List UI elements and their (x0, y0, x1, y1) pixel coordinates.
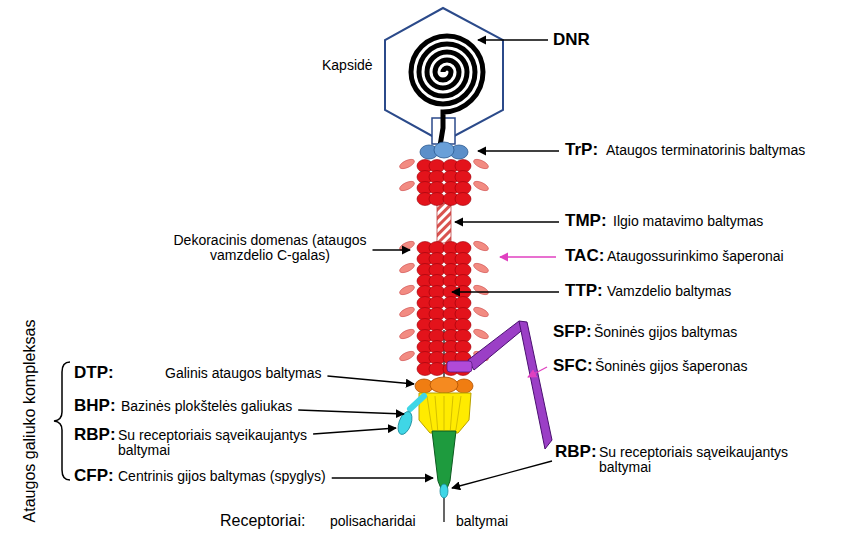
part-code: RBP: (555, 443, 597, 462)
ridge (450, 396, 453, 430)
part-description: Su receptoriais sąveikaujantys baltymai (118, 428, 318, 459)
part-description: Vamzdelio baltymas (607, 284, 731, 299)
part-code: TMP: (565, 212, 607, 231)
leader-lines (298, 40, 559, 488)
bracket (54, 362, 70, 480)
baseplate-hub (419, 393, 471, 433)
part-code: DTP: (74, 364, 114, 383)
part-description: Ilgio matavimo baltymas (613, 214, 763, 229)
part-code: CFP: (74, 467, 114, 486)
dna-spiral (411, 36, 483, 146)
tube-subunit (472, 283, 489, 296)
part-description: Šoninės gijos šaperonas (595, 359, 748, 374)
part-code: TrP: (565, 141, 598, 160)
part-code: TTP: (565, 282, 603, 301)
tube-subunit (398, 157, 415, 170)
part-description: Su receptoriais sąveikaujantys baltymai (599, 445, 839, 476)
tube-subunit (472, 261, 489, 274)
part-code: RBP: (74, 426, 116, 445)
part-description: Centrinis gijos baltymas (spyglys) (118, 469, 326, 484)
tube-subunit (472, 327, 489, 340)
tape-measure-protein (437, 203, 451, 243)
distal-tail-protein (415, 377, 473, 393)
part-name: Kapsidė (322, 58, 373, 73)
receptor-heading: Receptoriai: (220, 512, 305, 530)
tube-subunit (472, 239, 489, 252)
part-description: Ataugos terminatorinis baltymas (606, 143, 805, 158)
tube-subunit (429, 363, 445, 376)
part-code: SFP: (553, 323, 592, 342)
side-fiber (447, 321, 552, 449)
tail-tube (398, 157, 489, 375)
tube-subunit (472, 179, 489, 192)
ridge (444, 396, 445, 430)
baseplate-ridges (427, 396, 461, 430)
tube-subunit (398, 349, 415, 362)
part-description: Dekoracinis domenas (ataugos vamzdelio C… (170, 233, 370, 264)
tube-subunit (455, 193, 471, 206)
part-description: Šoninės gijos baltymas (594, 325, 737, 340)
rbp-arm (395, 396, 424, 436)
tube-subunit (398, 283, 415, 296)
group-label: Ataugos galiuko kompleksas (21, 320, 39, 523)
tube-subunit (398, 179, 415, 192)
part-code: BHP: (74, 397, 116, 416)
tube-subunit (398, 327, 415, 340)
tube-subunit (398, 261, 415, 274)
part-description: Ataugossurinkimo šaperonai (607, 249, 784, 264)
ridge (427, 396, 432, 430)
rbp-tip (440, 484, 448, 498)
part-description: Galinis ataugos baltymas (165, 366, 321, 381)
central-fiber (432, 431, 456, 491)
part-code: DNR (553, 31, 590, 50)
tube-subunit (398, 305, 415, 318)
ridge (456, 396, 461, 430)
receptor-type: baltymai (456, 514, 508, 529)
terminator-protein (420, 142, 468, 159)
part-code: SFC: (553, 357, 593, 376)
ridge (435, 396, 438, 430)
tube-subunit (472, 157, 489, 170)
tube-subunit (472, 305, 489, 318)
tube-subunit (429, 193, 445, 206)
part-code: TAC: (565, 247, 604, 266)
part-description: Bazinės plokštelės galiukas (121, 399, 292, 414)
receptor-type: polisacharidai (330, 514, 416, 529)
